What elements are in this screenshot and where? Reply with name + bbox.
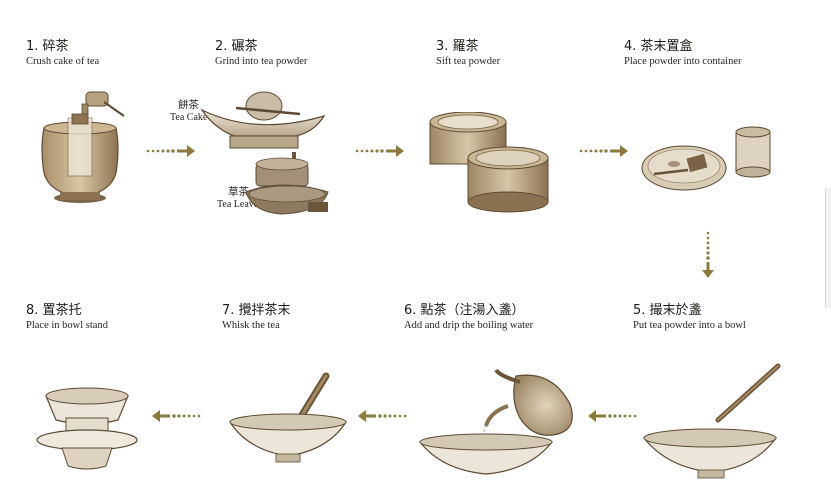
arrow-5-to-6	[588, 410, 637, 422]
step-8-label: 8. 置茶托 Place in bowl stand	[26, 302, 108, 333]
arrow-3-to-4	[579, 145, 628, 157]
tea-container-illustration	[641, 126, 771, 191]
tea-cake-label-en: Tea Cake	[170, 112, 208, 123]
step-4-subtitle: Place powder into container	[624, 56, 742, 67]
step-3-title: 3. 羅茶	[436, 39, 479, 54]
step-7-label: 7. 攪拌茶末 Whisk the tea	[222, 302, 291, 333]
arrow-1-to-2	[146, 145, 195, 157]
step-7-title: 7. 攪拌茶末	[222, 303, 291, 318]
step-5-title: 5. 撮末於盞	[633, 303, 702, 318]
step-3-label: 3. 羅茶 Sift tea powder	[436, 38, 500, 69]
step-6-label: 6. 點茶（注湯入盞） Add and drip the boiling wat…	[404, 302, 533, 333]
step-5-label: 5. 撮末於盞 Put tea powder into a bowl	[633, 302, 746, 333]
step-4-title: 4. 茶末置盒	[624, 39, 693, 54]
step-1-subtitle: Crush cake of tea	[26, 56, 100, 67]
step-1-title: 1. 碎茶	[26, 39, 69, 54]
step-4-label: 4. 茶末置盒 Place powder into container	[624, 38, 742, 69]
step-5-subtitle: Put tea powder into a bowl	[633, 320, 746, 331]
step-1-label: 1. 碎茶 Crush cake of tea	[26, 38, 99, 69]
scrollbar-edge[interactable]	[825, 188, 831, 308]
tea-bowl-with-spoon-illustration	[642, 363, 781, 479]
step-8-subtitle: Place in bowl stand	[26, 320, 108, 331]
pouring-ewer-illustration	[418, 368, 573, 475]
tea-sieve-illustration	[429, 112, 549, 213]
step-2-subtitle: Grind into tea powder	[215, 56, 308, 67]
step-6-subtitle: Add and drip the boiling water	[404, 320, 534, 331]
step-8-title: 8. 置茶托	[26, 303, 82, 318]
step-2-label: 2. 碾茶 Grind into tea powder	[215, 38, 307, 69]
tea-crushing-pot-illustration	[41, 91, 125, 203]
tea-leaves-label-en: Tea Leaves	[217, 199, 263, 210]
step-6-title: 6. 點茶（注湯入盞）	[404, 303, 525, 318]
arrow-4-to-5	[702, 231, 714, 278]
tea-cake-label-zh: 餅茶	[178, 99, 199, 111]
step-7-subtitle: Whisk the tea	[222, 320, 280, 331]
tea-grinding-tools-illustration	[200, 91, 329, 215]
arrow-7-to-8	[152, 410, 201, 422]
arrow-2-to-3	[355, 145, 404, 157]
step-3-subtitle: Sift tea powder	[436, 56, 501, 67]
step-2-title: 2. 碾茶	[215, 39, 258, 54]
tea-whisking-illustration	[229, 372, 347, 463]
arrow-6-to-7	[358, 410, 407, 422]
bowl-on-stand-illustration	[36, 387, 138, 470]
tea-leaves-label-zh: 草茶	[228, 186, 249, 198]
